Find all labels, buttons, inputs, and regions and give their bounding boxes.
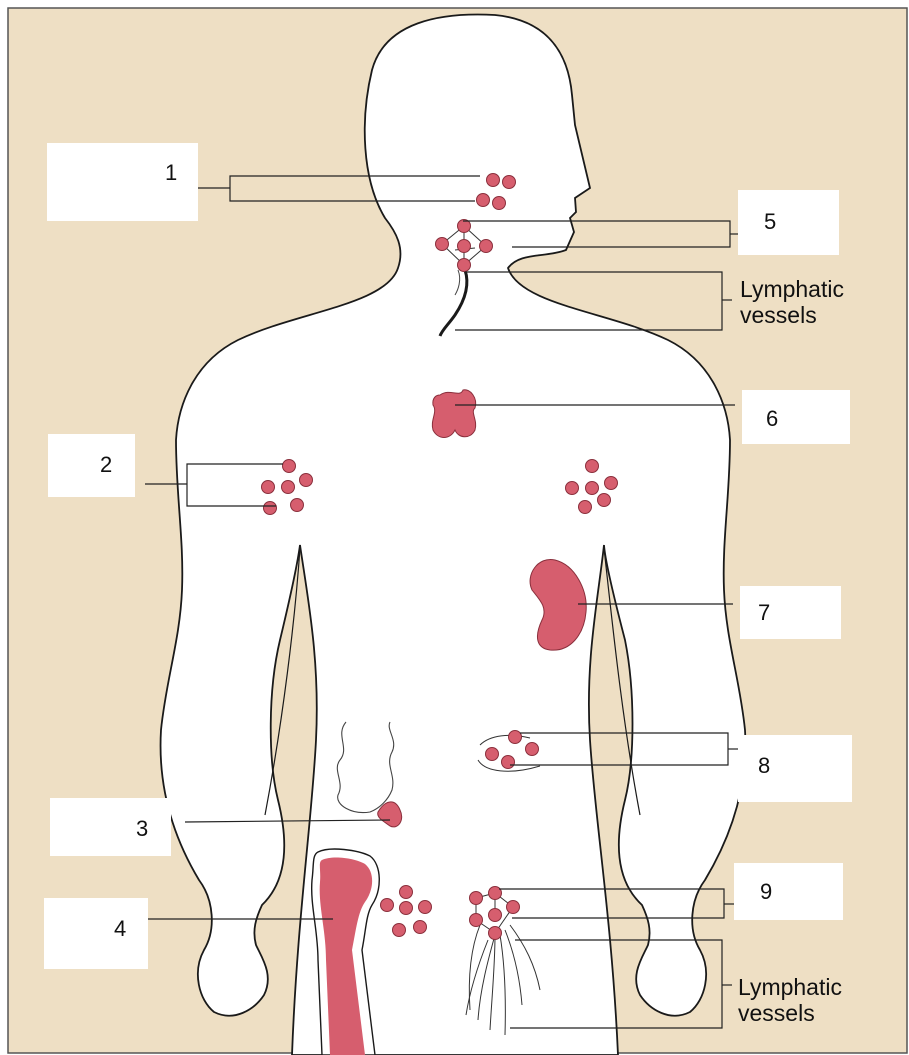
lymph-node (400, 902, 413, 915)
lymph-node (598, 494, 611, 507)
lymph-node (486, 748, 499, 761)
lymph-node (262, 481, 275, 494)
label-box-4 (44, 898, 148, 969)
lymph-node (503, 176, 516, 189)
lymph-node (502, 756, 515, 769)
lymph-node (470, 914, 483, 927)
lymph-node (526, 743, 539, 756)
lymph-node (414, 921, 427, 934)
lymph-node (436, 238, 449, 251)
lymph-node (489, 909, 502, 922)
lymphatic-vessels-label-top: Lymphatic vessels (740, 276, 844, 328)
lymphatic-vessels-top-line2: vessels (740, 302, 844, 328)
label-5: 5 (764, 209, 776, 235)
lymph-node (566, 482, 579, 495)
label-box-9 (734, 863, 843, 920)
lymph-node (283, 460, 296, 473)
lymph-node (605, 477, 618, 490)
label-box-6 (742, 390, 850, 444)
label-box-5 (738, 190, 839, 255)
lymph-node (586, 460, 599, 473)
label-box-2 (48, 434, 135, 497)
lymph-node (458, 259, 471, 272)
label-box-8 (738, 735, 852, 802)
lymphatic-vessels-label-bottom: Lymphatic vessels (738, 974, 842, 1026)
lymph-node (393, 924, 406, 937)
lymph-node (487, 174, 500, 187)
lymph-node (458, 240, 471, 253)
lymph-node (300, 474, 313, 487)
lymphatic-vessels-bottom-line2: vessels (738, 1000, 842, 1026)
thymus (432, 390, 475, 438)
label-box-7 (740, 586, 841, 639)
lymph-node (400, 886, 413, 899)
label-1: 1 (165, 160, 177, 186)
lymph-node (586, 482, 599, 495)
lymph-node (509, 731, 522, 744)
label-8: 8 (758, 753, 770, 779)
label-box-3 (50, 798, 171, 856)
label-9: 9 (760, 879, 772, 905)
lymphatic-vessels-top-line1: Lymphatic (740, 276, 844, 302)
lymph-node (282, 481, 295, 494)
lymph-node (264, 502, 277, 515)
label-6: 6 (766, 406, 778, 432)
label-7: 7 (758, 600, 770, 626)
lymph-node (480, 240, 493, 253)
label-4: 4 (114, 916, 126, 942)
lymph-node (489, 927, 502, 940)
lymph-node (419, 901, 432, 914)
lymph-node (291, 499, 304, 512)
lymph-node (579, 501, 592, 514)
lymph-node (470, 892, 483, 905)
lymphatic-vessels-bottom-line1: Lymphatic (738, 974, 842, 1000)
label-2: 2 (100, 452, 112, 478)
label-3: 3 (136, 816, 148, 842)
lymph-node (381, 899, 394, 912)
lymph-node (507, 901, 520, 914)
lymph-node (493, 197, 506, 210)
lymph-node (477, 194, 490, 207)
